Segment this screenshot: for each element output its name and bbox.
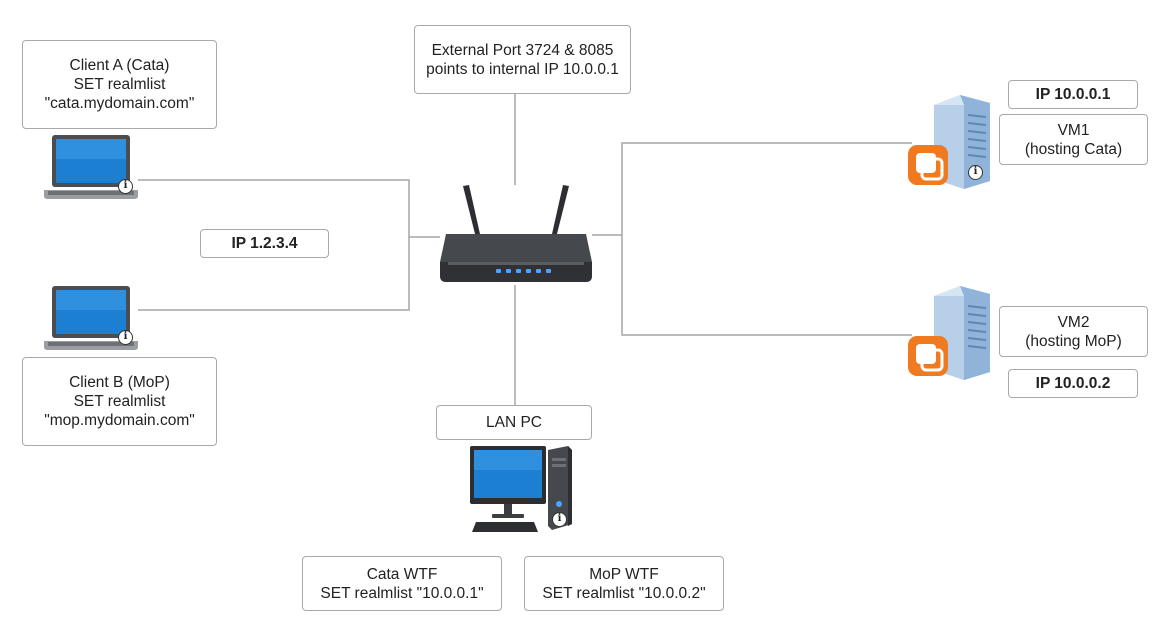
line-client-a-router	[138, 179, 440, 238]
vm1-line-2: (hosting Cata)	[1024, 140, 1123, 158]
client-b-line-2: SET realmlist	[73, 393, 166, 410]
laptop-icon[interactable]	[42, 285, 142, 353]
vm2-ip-label: IP 10.0.0.2	[1035, 375, 1111, 392]
client-b-info-icon[interactable]: i	[118, 330, 133, 345]
mop-wtf-line-1: MoP WTF	[589, 565, 659, 583]
laptop-icon[interactable]	[42, 134, 142, 202]
client-b-line-3: "mop.mydomain.com"	[44, 412, 195, 429]
mop-wtf-box: MoP WTF SET realmlist "10.0.0.2"	[524, 556, 724, 611]
port-forward-line-2: points to internal IP 10.0.0.1	[426, 60, 619, 78]
desktop-pc-icon[interactable]	[468, 444, 580, 536]
client-a-line-2: SET realmlist	[73, 76, 166, 93]
vm1-ip-label: IP 10.0.0.1	[1035, 86, 1111, 103]
cata-wtf-line-1: Cata WTF	[366, 565, 438, 583]
router-icon[interactable]	[438, 184, 594, 288]
cata-wtf-line-2: SET realmlist "10.0.0.1"	[320, 584, 484, 602]
client-a-line-1: Client A (Cata)	[69, 57, 170, 74]
vm2-ip-box: IP 10.0.0.2	[1008, 369, 1138, 398]
vm1-info-icon[interactable]: i	[968, 165, 983, 180]
client-b-line-1: Client B (MoP)	[69, 374, 170, 391]
public-ip-label: IP 1.2.3.4	[231, 235, 298, 252]
vm2-line-2: (hosting MoP)	[1025, 332, 1122, 350]
cata-wtf-box: Cata WTF SET realmlist "10.0.0.1"	[302, 556, 502, 611]
vm2-line-1: VM2	[1057, 313, 1090, 331]
line-client-b-router	[138, 237, 410, 311]
lan-pc-label: LAN PC	[486, 414, 542, 431]
client-b-box: Client B (MoP) SET realmlist "mop.mydoma…	[22, 357, 217, 446]
client-a-box: Client A (Cata) SET realmlist "cata.mydo…	[22, 40, 217, 129]
port-forward-box: External Port 3724 & 8085 points to inte…	[414, 25, 631, 94]
server-vm-icon[interactable]	[906, 284, 996, 380]
vm1-box: VM1 (hosting Cata)	[999, 114, 1148, 165]
lan-pc-box: LAN PC	[436, 405, 592, 440]
port-forward-line-1: External Port 3724 & 8085	[431, 41, 614, 59]
vm2-box: VM2 (hosting MoP)	[999, 306, 1148, 357]
public-ip-box: IP 1.2.3.4	[200, 229, 329, 258]
vm1-ip-box: IP 10.0.0.1	[1008, 80, 1138, 109]
lan-pc-info-icon[interactable]: i	[552, 512, 567, 527]
mop-wtf-line-2: SET realmlist "10.0.0.2"	[542, 584, 706, 602]
client-a-info-icon[interactable]: i	[118, 179, 133, 194]
client-a-line-3: "cata.mydomain.com"	[44, 95, 195, 112]
vm1-line-1: VM1	[1057, 121, 1090, 139]
line-router-vms	[592, 142, 912, 336]
